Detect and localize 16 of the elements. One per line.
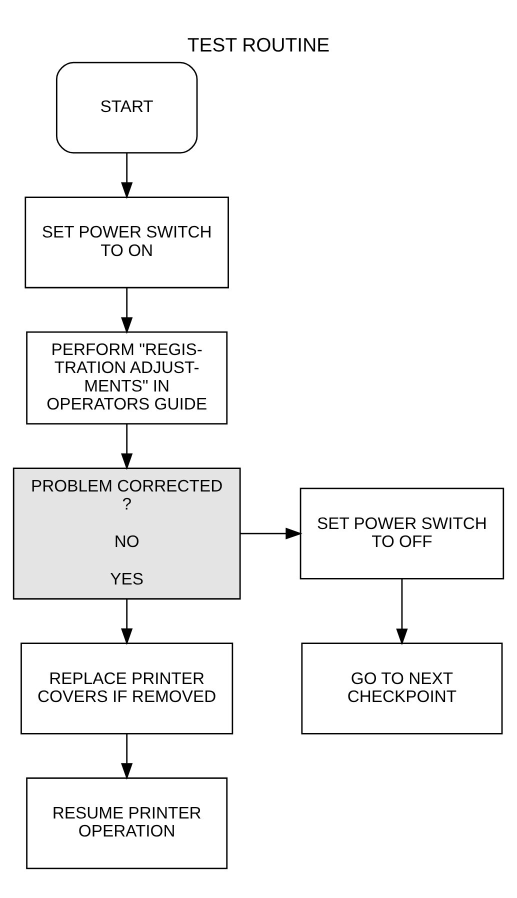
node-box: SET POWER SWITCH TO ON [24,196,229,288]
arrow [121,733,133,780]
node-box: SET POWER SWITCH TO OFF [300,487,504,579]
node-box: PERFORM "REGIS- TRATION ADJUST- MENTS" IN OPERATORS GUIDE [26,330,228,424]
node-box: RESUME PRINTER OPERATION [26,776,228,869]
node-box: START [56,61,198,154]
node-box: REPLACE PRINTER COVERS IF REMOVED [20,642,234,734]
arrow [121,152,133,198]
arrow [396,578,408,645]
node-box: PROBLEM CORRECTED ? NO YES [12,467,241,600]
arrow [121,598,133,645]
arrow [240,527,302,539]
arrow [121,287,133,334]
diagram-title: TEST ROUTINE [187,34,330,56]
arrow [121,423,133,470]
node-box: GO TO NEXT CHECKPOINT [301,642,503,734]
